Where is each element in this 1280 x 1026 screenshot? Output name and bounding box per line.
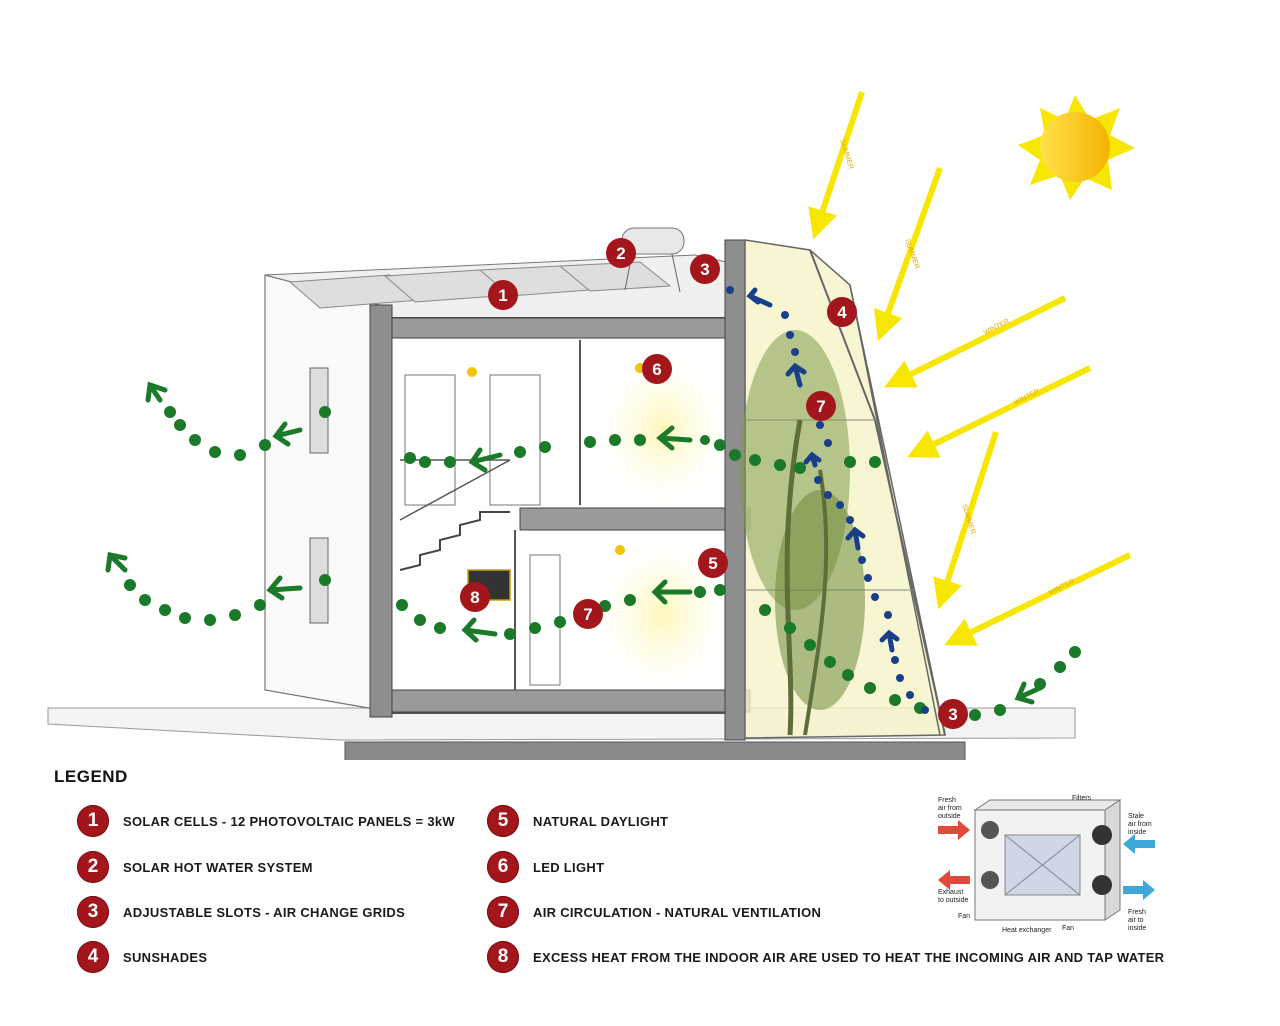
legend-item-8: 8 EXCESS HEAT FROM THE INDOOR AIR ARE US… (487, 940, 1164, 974)
callout-2: 2 (606, 238, 636, 268)
legend-badge: 7 (487, 896, 519, 928)
erv-label-exhaust: to outside (938, 897, 968, 904)
callout-1: 1 (488, 280, 518, 310)
erv-label-filters: Filters (1072, 795, 1092, 802)
legend-label: EXCESS HEAT FROM THE INDOOR AIR ARE USED… (533, 949, 1165, 965)
sun-ray-arrows (808, 91, 1132, 646)
blue-flow-arrows (746, 287, 900, 653)
legend-item-3: 3 ADJUSTABLE SLOTS - AIR CHANGE GRIDS (77, 895, 405, 929)
callout-3-bottom: 3 (938, 699, 968, 729)
interior-section (369, 239, 751, 741)
legend-badge: 1 (77, 805, 109, 837)
legend-item-2: 2 SOLAR HOT WATER SYSTEM (77, 850, 313, 884)
svg-text:8: 8 (470, 588, 479, 607)
erv-label-exhaust: Exhaust (938, 889, 963, 896)
erv-label-fresh-out: inside (1128, 925, 1146, 932)
solar-panels (288, 261, 672, 309)
callout-badges: 1 2 3 3 4 5 6 7 7 8 (460, 238, 968, 729)
legend-label: NATURAL DAYLIGHT (533, 813, 669, 829)
house-section-diagram: SUMMER SUMMER WINTER WINTER SUMMER WINTE… (47, 91, 1135, 760)
blue-airflow (726, 286, 929, 714)
legend-item-1: 1 SOLAR CELLS - 12 PHOTOVOLTAIC PANELS =… (77, 804, 455, 838)
legend-label: SOLAR HOT WATER SYSTEM (123, 859, 313, 875)
green-flow-arrows (105, 381, 1043, 705)
legend-label: AIR CIRCULATION - NATURAL VENTILATION (533, 904, 822, 920)
erv-label-stale-in: inside (1128, 829, 1146, 836)
callout-8: 8 (460, 582, 490, 612)
legend-label: SUNSHADES (123, 949, 208, 965)
legend-item-5: 5 NATURAL DAYLIGHT (487, 804, 668, 838)
legend-badge: 8 (487, 941, 519, 973)
legend-badge: 6 (487, 851, 519, 883)
legend-label: LED LIGHT (533, 859, 605, 875)
heat-recovery-ventilator-inset: Fresh air from outside Filters Stale air… (938, 795, 1155, 934)
erv-labels: Fresh air from outside Filters Stale air… (938, 795, 1152, 934)
legend-title: LEGEND (54, 767, 128, 786)
callout-7-upper: 7 (806, 391, 836, 421)
svg-text:7: 7 (583, 605, 592, 624)
svg-text:3: 3 (700, 260, 709, 279)
erv-label-fresh-in: outside (938, 813, 961, 820)
legend-badge: 2 (77, 851, 109, 883)
season-label: WINTER (1048, 578, 1076, 597)
svg-text:3: 3 (948, 705, 957, 724)
svg-text:1: 1 (498, 286, 507, 305)
erv-label-fan-right: Fan (1062, 925, 1074, 932)
erv-label-stale-in: air from (1128, 821, 1152, 828)
erv-label-fan-left: Fan (958, 913, 970, 920)
legend-item-7: 7 AIR CIRCULATION - NATURAL VENTILATION (487, 895, 821, 929)
side-facade (264, 274, 381, 711)
legend-item-4: 4 SUNSHADES (77, 940, 207, 974)
legend-label: SOLAR CELLS - 12 PHOTOVOLTAIC PANELS = 3… (123, 813, 455, 829)
legend-badge: 4 (77, 941, 109, 973)
callout-6: 6 (642, 354, 672, 384)
legend-item-6: 6 LED LIGHT (487, 850, 604, 884)
erv-label-fresh-in: air from (938, 805, 962, 812)
erv-label-stale-in: Stale (1128, 813, 1144, 820)
svg-text:5: 5 (708, 554, 717, 573)
erv-label-heat-exchanger: Heat exchanger (1002, 927, 1052, 934)
callout-3-top: 3 (690, 254, 720, 284)
callout-7-lower: 7 (573, 599, 603, 629)
legend-label: ADJUSTABLE SLOTS - AIR CHANGE GRIDS (123, 904, 406, 920)
sun-icon (1018, 95, 1135, 200)
erv-label-fresh-in: Fresh (938, 797, 956, 804)
erv-label-fresh-out: air to (1128, 917, 1144, 924)
legend-badge: 3 (77, 896, 109, 928)
svg-text:4: 4 (837, 303, 847, 322)
svg-text:2: 2 (616, 244, 625, 263)
svg-text:7: 7 (816, 397, 825, 416)
legend-badge: 5 (487, 805, 519, 837)
callout-4: 4 (827, 297, 857, 327)
erv-unit (973, 799, 1122, 921)
erv-flow-arrows (938, 820, 1155, 900)
svg-text:6: 6 (652, 360, 661, 379)
erv-label-fresh-out: Fresh (1128, 909, 1146, 916)
green-airflow (124, 406, 1081, 721)
callout-5: 5 (698, 548, 728, 578)
